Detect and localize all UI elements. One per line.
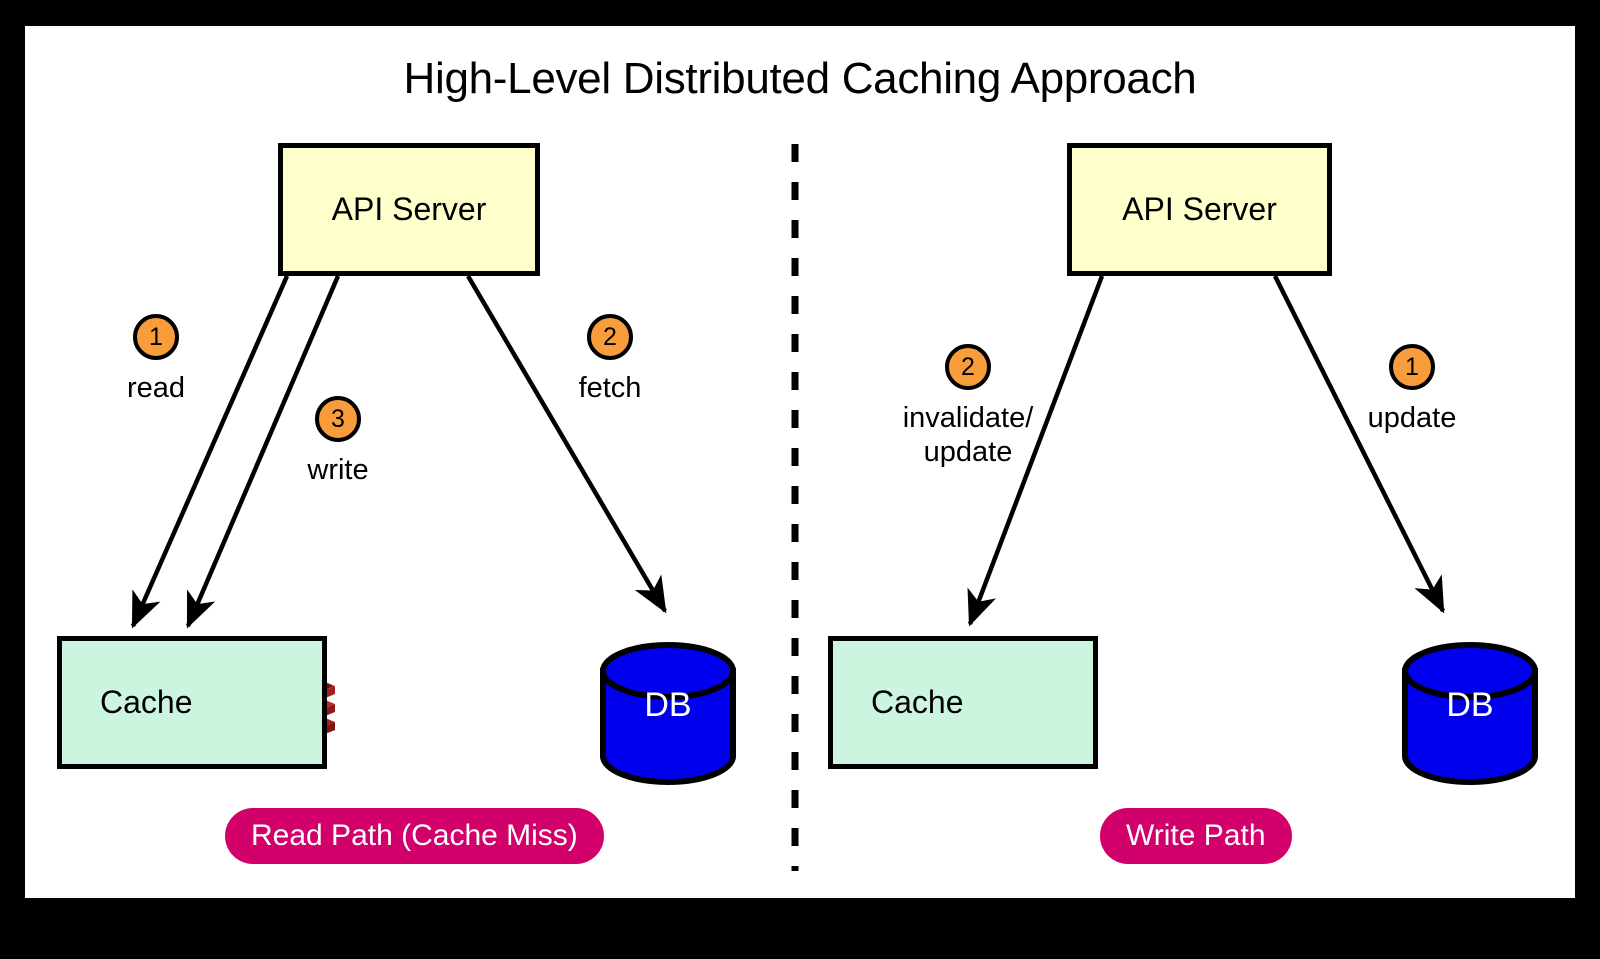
step-label-write: write bbox=[307, 454, 369, 486]
arrow-update bbox=[1272, 274, 1446, 614]
step-badge-read: 1 bbox=[133, 314, 179, 360]
step-badge-write: 3 bbox=[315, 396, 361, 442]
step-label-invalidate-update: invalidate/ update bbox=[902, 402, 1034, 469]
diagram-canvas: High-Level Distributed Caching Approach bbox=[25, 26, 1575, 898]
diagram-title: High-Level Distributed Caching Approach bbox=[403, 54, 1197, 103]
step-badge-invalidate-update: 2 bbox=[945, 344, 991, 390]
write-path-pill[interactable]: Write Path bbox=[1100, 808, 1292, 864]
cache-label-left: Cache bbox=[100, 684, 193, 720]
cache-box-right[interactable]: Cache bbox=[828, 636, 1098, 769]
arrow-fetch bbox=[466, 274, 667, 614]
arrow-write bbox=[185, 275, 341, 629]
step-label-read: read bbox=[126, 372, 186, 404]
cache-label-right: Cache bbox=[871, 684, 964, 720]
db-cylinder-right bbox=[1402, 642, 1538, 785]
step-label-update: update bbox=[1367, 402, 1457, 434]
db-label-left: DB bbox=[644, 686, 692, 724]
step-badge-update: 1 bbox=[1389, 344, 1435, 390]
api-server-label-right: API Server bbox=[1122, 191, 1277, 227]
cache-box-left[interactable]: Cache bbox=[57, 636, 327, 769]
db-cylinder-left bbox=[600, 642, 736, 785]
step-label-fetch: fetch bbox=[578, 372, 642, 404]
api-server-box-right[interactable]: API Server bbox=[1067, 143, 1332, 276]
api-server-label-left: API Server bbox=[331, 191, 487, 227]
db-label-right: DB bbox=[1446, 686, 1494, 724]
read-path-pill[interactable]: Read Path (Cache Miss) bbox=[225, 808, 604, 864]
api-server-box-left[interactable]: API Server bbox=[278, 143, 540, 276]
step-badge-fetch: 2 bbox=[587, 314, 633, 360]
